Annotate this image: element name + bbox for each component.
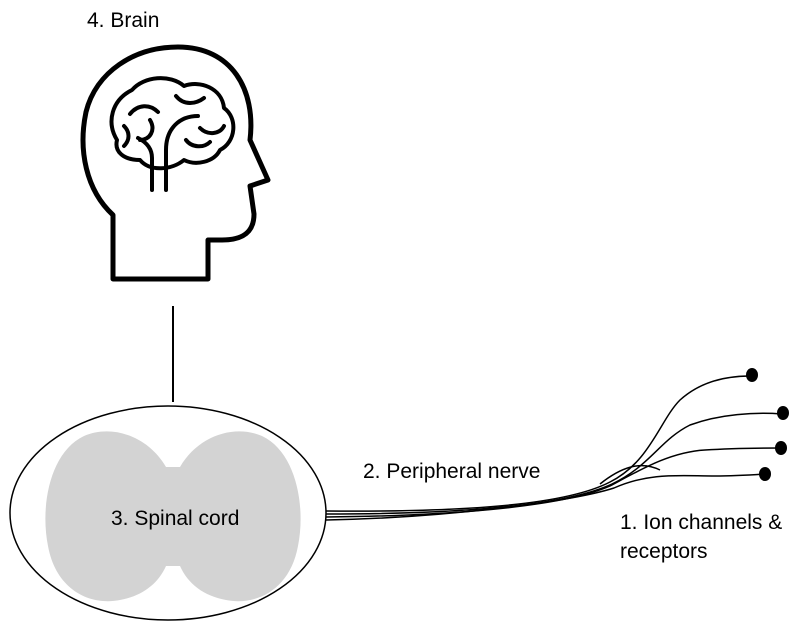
receptor-terminals [746, 368, 789, 481]
receptor-dot [759, 467, 771, 481]
spinal-cord: 3. Spinal cord [10, 406, 326, 620]
receptors-label-line1: 1. Ion channels & [620, 511, 782, 534]
brain-label: 4. Brain [87, 9, 159, 32]
head-with-brain-icon [83, 47, 268, 279]
spinal-cord-label: 3. Spinal cord [111, 507, 239, 530]
nerve-fiber [326, 376, 750, 511]
receptor-dot [777, 406, 789, 420]
peripheral-nerve [326, 376, 782, 520]
receptor-dot [775, 441, 787, 455]
peripheral-nerve-label: 2. Peripheral nerve [363, 460, 540, 483]
receptor-dot [746, 368, 758, 382]
brain-icon [112, 78, 234, 190]
receptors-label-line2: receptors [620, 540, 708, 563]
